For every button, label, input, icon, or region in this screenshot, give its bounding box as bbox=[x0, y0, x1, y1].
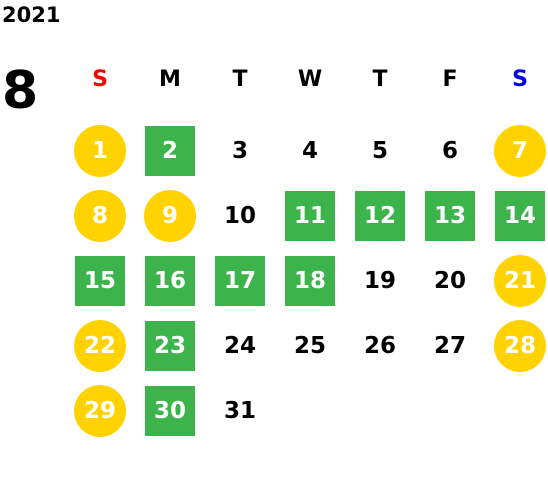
weekday-monday: M bbox=[159, 67, 181, 92]
day-holiday-28: 28 bbox=[494, 319, 546, 372]
day-cell[interactable]: 22 bbox=[65, 313, 135, 378]
day-open-11: 11 bbox=[285, 190, 335, 241]
day-cell[interactable]: 10 bbox=[205, 183, 275, 248]
day-open-13: 13 bbox=[425, 190, 475, 241]
day-cell[interactable]: 20 bbox=[415, 248, 485, 313]
day-cell[interactable]: 15 bbox=[65, 248, 135, 313]
day-plain-6: 6 bbox=[441, 137, 458, 164]
day-open-23: 23 bbox=[145, 320, 195, 371]
day-cell[interactable]: 14 bbox=[485, 183, 548, 248]
day-cell[interactable]: 17 bbox=[205, 248, 275, 313]
day-holiday-22: 22 bbox=[74, 319, 126, 372]
weekday-friday: F bbox=[442, 67, 458, 92]
day-cell[interactable]: 28 bbox=[485, 313, 548, 378]
weekday-tuesday: T bbox=[232, 67, 248, 92]
day-plain-24: 24 bbox=[223, 332, 256, 359]
day-cell[interactable]: 3 bbox=[205, 118, 275, 183]
day-cell[interactable]: 4 bbox=[275, 118, 345, 183]
day-open-18: 18 bbox=[285, 255, 335, 306]
day-cell[interactable]: 2 bbox=[135, 118, 205, 183]
day-open-2: 2 bbox=[145, 125, 195, 176]
day-cell[interactable]: 9 bbox=[135, 183, 205, 248]
day-plain-27: 27 bbox=[433, 332, 466, 359]
weekday-header-row: S M T W T F S bbox=[65, 62, 548, 98]
weekday-thursday: T bbox=[372, 67, 388, 92]
weekday-sunday: S bbox=[92, 67, 108, 92]
calendar-year: 2021 bbox=[2, 3, 61, 27]
day-plain-26: 26 bbox=[363, 332, 396, 359]
calendar-month: 8 bbox=[2, 61, 39, 121]
day-open-30: 30 bbox=[145, 385, 195, 436]
day-plain-19: 19 bbox=[363, 267, 396, 294]
day-cell[interactable]: 23 bbox=[135, 313, 205, 378]
day-holiday-21: 21 bbox=[494, 254, 546, 307]
day-plain-31: 31 bbox=[223, 397, 256, 424]
weekday-saturday: S bbox=[512, 67, 528, 92]
day-cell[interactable]: 27 bbox=[415, 313, 485, 378]
day-cell[interactable]: 21 bbox=[485, 248, 548, 313]
day-cell[interactable]: 11 bbox=[275, 183, 345, 248]
day-cell[interactable]: 6 bbox=[415, 118, 485, 183]
day-cell[interactable]: 8 bbox=[65, 183, 135, 248]
day-plain-4: 4 bbox=[301, 137, 318, 164]
day-holiday-7: 7 bbox=[494, 124, 546, 177]
day-cell[interactable]: 31 bbox=[205, 378, 275, 443]
day-holiday-8: 8 bbox=[74, 189, 126, 242]
day-holiday-9: 9 bbox=[144, 189, 196, 242]
day-plain-3: 3 bbox=[231, 137, 248, 164]
day-plain-10: 10 bbox=[223, 202, 256, 229]
day-holiday-29: 29 bbox=[74, 384, 126, 437]
day-cell[interactable]: 12 bbox=[345, 183, 415, 248]
day-open-14: 14 bbox=[495, 190, 545, 241]
day-cell[interactable]: 25 bbox=[275, 313, 345, 378]
day-cell[interactable]: 13 bbox=[415, 183, 485, 248]
day-cell[interactable]: 29 bbox=[65, 378, 135, 443]
day-open-12: 12 bbox=[355, 190, 405, 241]
day-holiday-1: 1 bbox=[74, 124, 126, 177]
day-cell[interactable]: 1 bbox=[65, 118, 135, 183]
day-open-17: 17 bbox=[215, 255, 265, 306]
day-cell[interactable]: 16 bbox=[135, 248, 205, 313]
day-cell[interactable]: 19 bbox=[345, 248, 415, 313]
day-open-15: 15 bbox=[75, 255, 125, 306]
day-open-16: 16 bbox=[145, 255, 195, 306]
day-plain-25: 25 bbox=[293, 332, 326, 359]
day-cell[interactable]: 30 bbox=[135, 378, 205, 443]
day-cell[interactable]: 24 bbox=[205, 313, 275, 378]
day-cell[interactable]: 7 bbox=[485, 118, 548, 183]
weekday-wednesday: W bbox=[297, 67, 323, 92]
day-cell[interactable]: 18 bbox=[275, 248, 345, 313]
day-plain-20: 20 bbox=[433, 267, 466, 294]
day-cell[interactable]: 5 bbox=[345, 118, 415, 183]
day-plain-5: 5 bbox=[371, 137, 388, 164]
day-cell[interactable]: 26 bbox=[345, 313, 415, 378]
